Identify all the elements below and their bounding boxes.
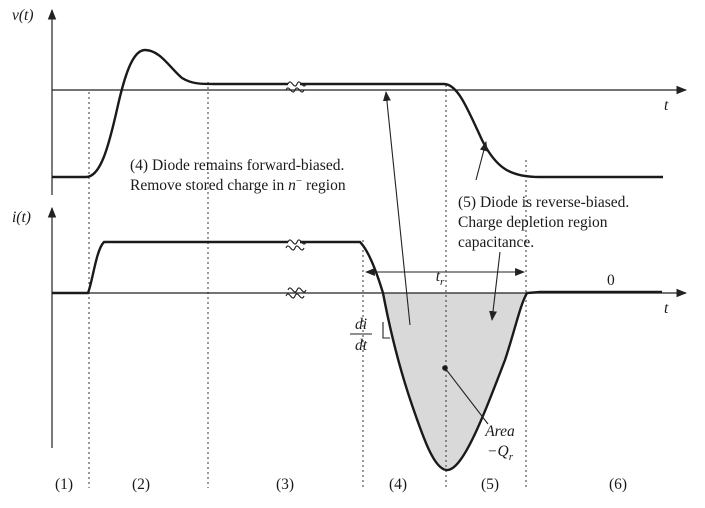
area-charge-label: −Qr — [487, 443, 514, 463]
i-axes — [47, 206, 688, 448]
v-time-label: t — [664, 97, 669, 114]
v-axes — [47, 8, 688, 195]
didt-denominator: dt — [355, 337, 368, 354]
annotation-4-line2: Remove stored charge in n− region — [130, 175, 346, 194]
didt-numerator: di — [355, 316, 367, 333]
area-dot — [442, 365, 448, 371]
pointer-arrows — [382, 91, 501, 425]
annotation-4-line1: (4) Diode remains forward-biased. — [130, 157, 344, 174]
voltage-waveform — [52, 48, 663, 179]
annotation-5-line2: Charge depletion region — [458, 214, 608, 231]
v-break-mark — [285, 81, 307, 93]
tr-label: tr — [436, 268, 445, 288]
interval-label: (1) — [55, 476, 73, 493]
i-break-mark-axis — [285, 287, 307, 299]
current-waveform — [52, 240, 662, 472]
annotation-5-line1: (5) Diode is reverse-biased. — [458, 194, 629, 211]
interval-label: (4) — [389, 476, 407, 493]
i-axis-label: i(t) — [12, 209, 31, 226]
i-break-mark-upper — [285, 239, 307, 251]
interval-label: (3) — [276, 476, 294, 493]
annotation-5-line3: capacitance. — [458, 234, 534, 251]
area-label: Area — [484, 423, 515, 440]
interval-label: (6) — [609, 476, 627, 493]
interval-label: (2) — [132, 476, 150, 493]
interval-dividers — [88, 82, 527, 488]
interval-labels: (1) (2) (3) (4) (5) (6) — [55, 476, 627, 493]
v-axis-label: v(t) — [12, 7, 34, 24]
i-time-label: t — [664, 300, 669, 317]
interval-label: (5) — [481, 476, 499, 493]
didt-slope-indicator — [382, 322, 390, 339]
zero-current-label: 0 — [607, 272, 615, 289]
